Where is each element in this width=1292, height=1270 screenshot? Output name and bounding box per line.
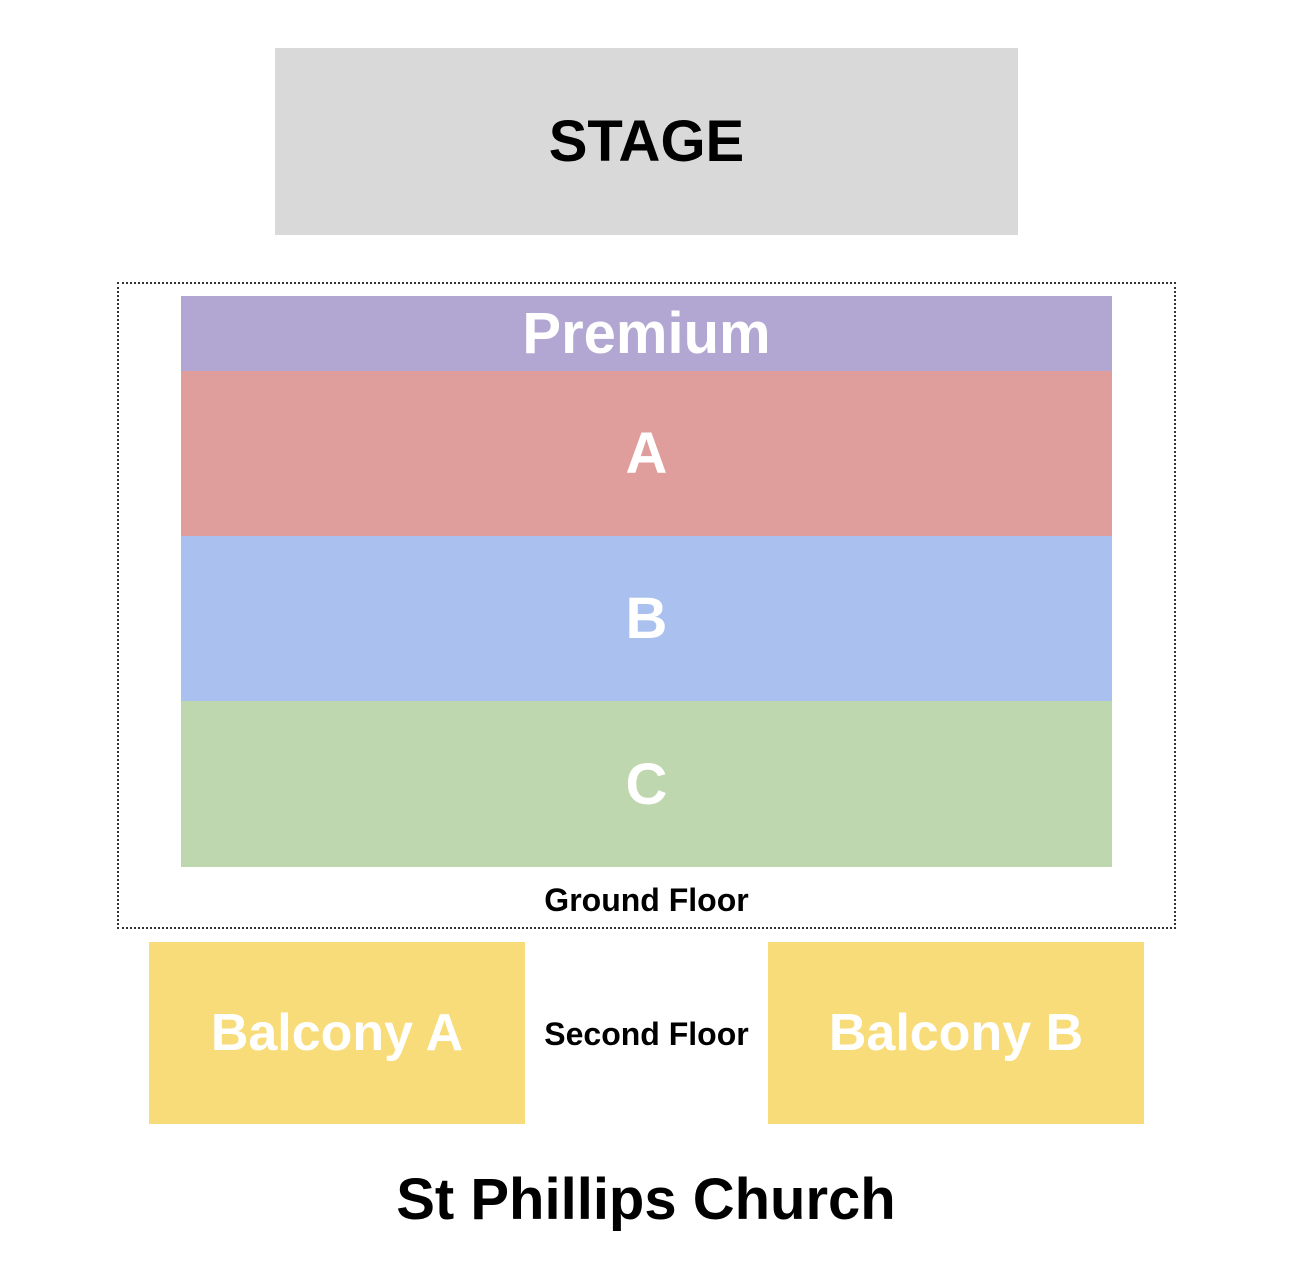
section-balcony-a[interactable]: Balcony A [149,942,525,1124]
section-c-label: C [625,751,668,817]
section-balcony-b[interactable]: Balcony B [768,942,1144,1124]
section-c[interactable]: C [181,701,1112,867]
second-floor-label: Second Floor [544,1016,749,1052]
section-premium[interactable]: Premium [181,296,1112,371]
section-b[interactable]: B [181,536,1112,701]
section-a[interactable]: A [181,371,1112,536]
stage-label: STAGE [548,109,745,174]
section-premium-label: Premium [522,301,771,366]
section-a-label: A [625,421,668,486]
ground-floor-area [117,282,1176,929]
ground-floor-label: Ground Floor [544,882,749,918]
venue-title: St Phillips Church [396,1167,896,1232]
balcony-a-label: Balcony A [210,1004,464,1062]
section-b-label: B [625,586,668,651]
stage-area: STAGE [275,48,1018,235]
balcony-b-label: Balcony B [828,1004,1084,1062]
